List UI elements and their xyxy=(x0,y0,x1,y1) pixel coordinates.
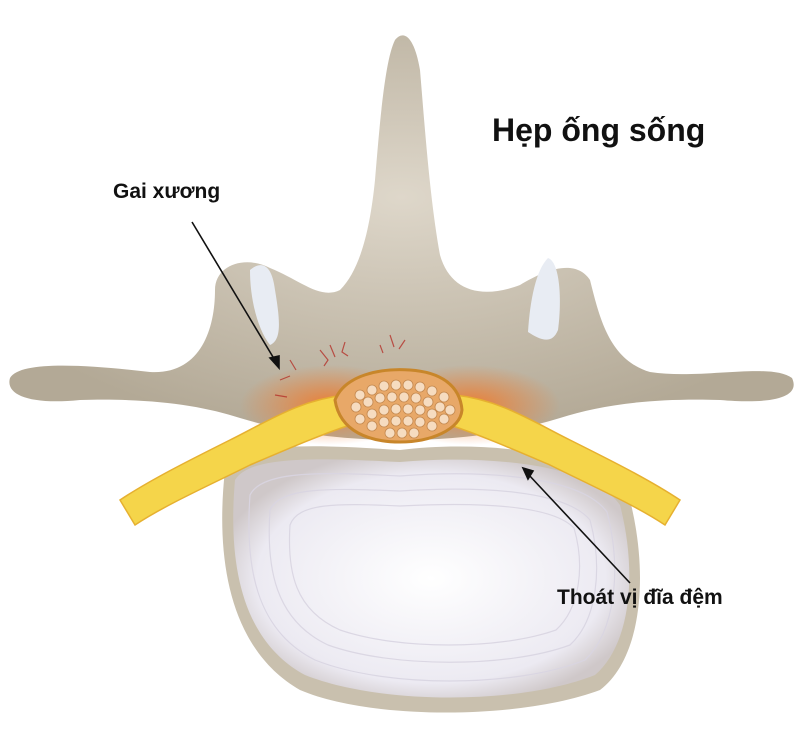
bone-spur-label: Gai xương xyxy=(113,180,221,203)
right-nerve-root xyxy=(449,394,682,527)
label-pointers xyxy=(191,221,631,584)
herniated-disc-label: Thoát vị đĩa đệm xyxy=(557,586,723,609)
left-nerve-root xyxy=(118,394,351,527)
intervertebral-disc xyxy=(233,459,630,698)
vertebral-arch xyxy=(9,35,794,441)
diagram-title: Hẹp ống sống xyxy=(492,112,706,148)
left-facet xyxy=(250,265,279,345)
right-facet xyxy=(528,258,560,340)
